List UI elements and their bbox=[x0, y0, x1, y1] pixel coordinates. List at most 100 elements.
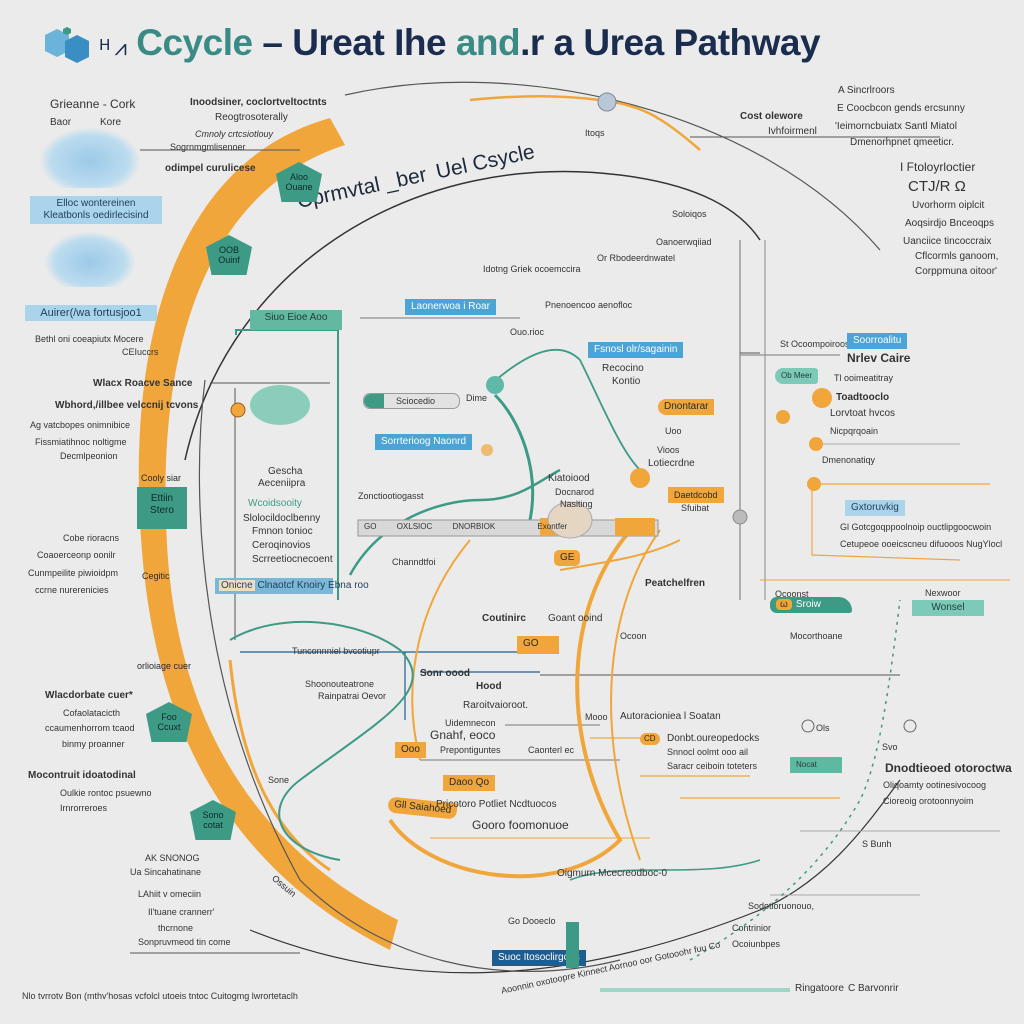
label-dmenonatiqy: Dmenonatiqy bbox=[822, 455, 876, 465]
label-caonterl: Caonterl ec bbox=[528, 745, 575, 755]
inner-arc bbox=[184, 170, 761, 461]
section-code: CTJ/R Ω bbox=[908, 178, 966, 195]
label-gooro: Gooro foomonuoe bbox=[472, 818, 569, 832]
label-bunh: S Bunh bbox=[862, 839, 892, 849]
orange-pathway-2 bbox=[610, 529, 661, 861]
teal-tag-obmeer[interactable]: Ob Meer bbox=[775, 368, 819, 384]
orange-tag-1[interactable]: Dnontarar bbox=[658, 399, 715, 415]
orange-tag-6[interactable]: Daoo Qo bbox=[443, 775, 496, 791]
label-donbt: Donbt.oureopedocks bbox=[667, 733, 760, 744]
label-gescha: Gescha bbox=[268, 466, 303, 477]
orange-pathway-1 bbox=[388, 518, 642, 879]
nrlev-caire-title: Nrlev Caire bbox=[847, 351, 911, 365]
orange-tag-2[interactable]: Daetdcobd bbox=[668, 487, 724, 503]
blue-box-gxtoruvkig[interactable]: Gxtoruvkig bbox=[845, 500, 905, 516]
label-naslting: Naslting bbox=[560, 499, 593, 509]
label-zonctio: Zonctiootiogasst bbox=[358, 491, 424, 501]
label-uoo: Uoo bbox=[665, 426, 682, 436]
label-sonr-oood: Sonr oood bbox=[420, 668, 470, 679]
inner-arc-left bbox=[198, 379, 621, 973]
page-title: ᴴ ⩘ Ccycle – Ureat Ihe and.r a Urea Path… bbox=[100, 22, 821, 63]
label-coutinirc: Coutinirc bbox=[482, 613, 526, 624]
orange-tag-4[interactable]: GO bbox=[517, 636, 559, 654]
bottom-arc bbox=[249, 779, 901, 974]
teal-column-bar bbox=[566, 922, 579, 968]
label-aeceniipra: Aeceniipra bbox=[258, 478, 306, 489]
left-text-1b: CEIuccrs bbox=[122, 347, 159, 357]
label-channdtfoi: Channdtfoi bbox=[392, 557, 436, 567]
label-shoonouteatrone: Shoonouteatrone bbox=[305, 679, 375, 689]
organ-label: Grieanne - Cork bbox=[50, 97, 136, 111]
label-nicpqrqoain: Nicpqrqoain bbox=[830, 426, 879, 436]
label-lotiecrdne: Lotiecrdne bbox=[648, 458, 695, 469]
label-raroitva: Raroitvaioroot. bbox=[463, 700, 529, 711]
label-kontio: Kontio bbox=[612, 376, 641, 387]
orange-pathway-4 bbox=[228, 659, 331, 872]
label-prepontig: Prepontiguntes bbox=[440, 745, 501, 755]
lung-illustration bbox=[45, 232, 135, 287]
blue-box-3[interactable]: Fsnosl olr/sagainin bbox=[588, 342, 684, 358]
note-5: Idotng Griek ocoemccira bbox=[483, 264, 581, 274]
label-uidemnecon: Uidemnecon bbox=[445, 718, 496, 728]
label-snnocl: Snnocl oolmt ooo ail bbox=[667, 747, 749, 757]
label-gnahf: Gnahf, eoco bbox=[430, 728, 496, 742]
callout-4b: Decmlpeonion bbox=[60, 451, 118, 461]
orange-tag-3[interactable]: GE bbox=[554, 550, 581, 566]
label-ocoiunbpes: Ocoiunbpes bbox=[732, 939, 781, 949]
navy-box[interactable]: Suoc Itosoclirgons bbox=[492, 950, 586, 966]
label-recocino: Recocino bbox=[602, 363, 644, 374]
label-ouorioc: Ouo.rioc bbox=[510, 327, 545, 337]
callout-a: Inoodsiner, coclortveltoctnts bbox=[190, 97, 327, 108]
callout-6: Mocontruit idoatodinal bbox=[28, 770, 136, 781]
label-oigmurn: Oigmurn Mcecreodboc-0 bbox=[557, 868, 668, 879]
ring-band-1: Cooly siar bbox=[141, 473, 182, 483]
ring-band-2: Cegitic bbox=[142, 571, 170, 581]
teal-box[interactable]: Siuo Eioe Aoo bbox=[250, 310, 342, 330]
info-box-onicne[interactable]: Onicne Clnaotcf Knoiry Ebna roo bbox=[215, 578, 369, 594]
label-ocoompoiroos: St Ocoompoiroos bbox=[780, 339, 850, 349]
label-go-dooeclo: Go Dooeclo bbox=[508, 916, 556, 926]
label-toadtooclo: Toadtooclo bbox=[836, 392, 890, 403]
label-svo: Svo bbox=[882, 742, 898, 752]
label-contrinior: Contrinior bbox=[732, 923, 772, 933]
label-nexwoor: Nexwoor bbox=[925, 588, 961, 598]
callout-e: odimpel curulicese bbox=[165, 163, 256, 174]
blue-box-2[interactable]: Sorrterioog Naonrd bbox=[375, 434, 473, 450]
label-dnodtieoed: Dnodtieoed otoroctwa bbox=[885, 761, 1012, 775]
label-sodotio: Sodotioruonouo, bbox=[748, 901, 815, 911]
label-tunconnniel: Tunconnniel bvcotiupr bbox=[292, 646, 380, 656]
label-dodhe-2: Cioreoig orotoonnyoim bbox=[883, 796, 974, 806]
teal-pathway-2 bbox=[493, 393, 535, 521]
note-3: Oanoerwqiiad bbox=[656, 237, 712, 247]
label-sfuibat: Sfuibat bbox=[681, 503, 710, 513]
central-bar-labels: GO OXLSIOC DNORBIOK Exontfer bbox=[364, 522, 568, 531]
orange-pathway-3 bbox=[411, 539, 471, 761]
teal-tag-wonsel[interactable]: Wonsel bbox=[912, 600, 984, 616]
orange-tag-5[interactable]: Ooo bbox=[395, 742, 426, 758]
label-autoracioniea: Autoracioniea l Soatan bbox=[620, 711, 721, 722]
teal-pathway-4 bbox=[229, 620, 414, 861]
note-4: Or Rbodeerdnwatel bbox=[597, 253, 676, 263]
blue-box-1[interactable]: Laonerwoa i Roar bbox=[405, 299, 496, 315]
orange-tag-cd[interactable]: CD bbox=[640, 733, 660, 745]
label-lorvtoat: Lorvtoat hvcos bbox=[830, 408, 896, 419]
label-hood: Hood bbox=[476, 681, 502, 692]
footnote: Nlo tvrrotv Bon (mthv'hosas vcfolcl utoe… bbox=[22, 991, 298, 1001]
blue-box-soorroalitu[interactable]: Soorroalitu bbox=[847, 333, 908, 349]
label-goant: Goant ooind bbox=[548, 613, 603, 624]
section-title: I Ftoloyrloctier bbox=[900, 160, 976, 174]
callout-1: Wlacx Roacve Sance bbox=[93, 378, 193, 389]
callout-4a: Fissmiatihnoc noltigme bbox=[35, 437, 127, 447]
label-ocoon: Ocoon bbox=[620, 631, 647, 641]
title-prefix: ᴴ ⩘ bbox=[100, 35, 127, 60]
hexagon-cells-icon bbox=[45, 27, 89, 63]
label-ols: Ols bbox=[816, 723, 830, 733]
label-ooimeatitray: Tl ooimeatitray bbox=[834, 373, 894, 383]
right-mid-list-2: Cetupeoe ooeicscneu difuooos NugYlocl bbox=[840, 539, 1003, 549]
organ-left-label: Baor bbox=[50, 117, 72, 128]
teal-tag-nocat[interactable]: Nocat bbox=[790, 757, 842, 773]
